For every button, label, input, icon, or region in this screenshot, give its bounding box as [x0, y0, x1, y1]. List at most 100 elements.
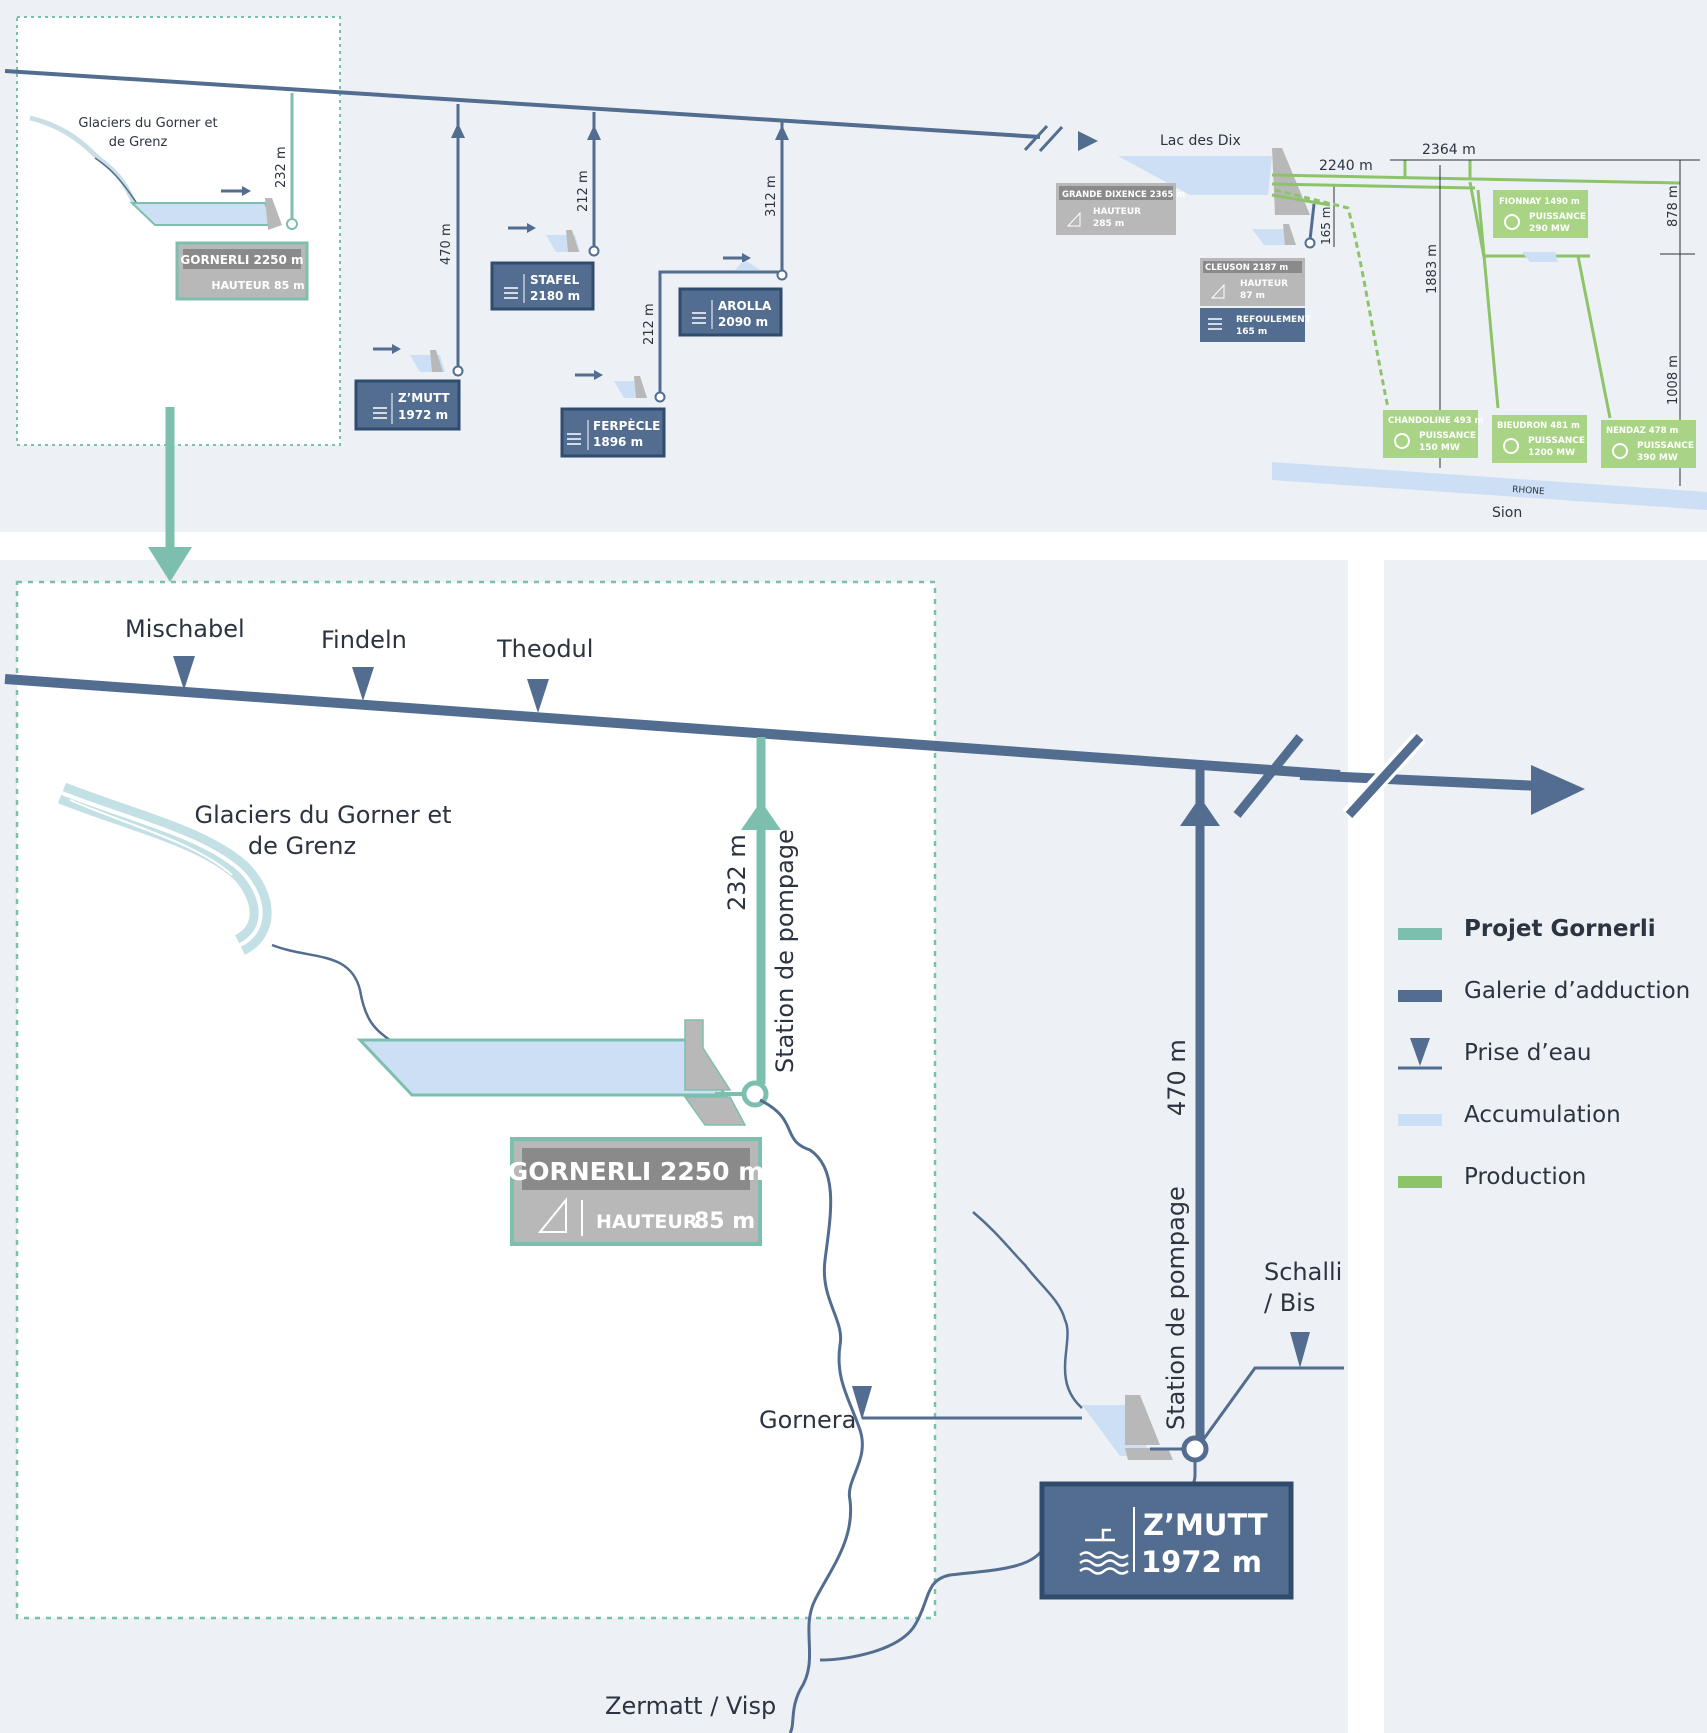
overview-fionnay-box [1493, 190, 1588, 238]
overview-ferpecle-alt: 1896 m [593, 435, 643, 449]
overview-cleuson-label: HAUTEUR [1240, 279, 1288, 289]
detail-glacier-label-2: de Grenz [248, 832, 356, 860]
overview-chandoline-name: CHANDOLINE 493 m [1388, 416, 1483, 426]
overview-arolla-name: AROLLA [718, 299, 772, 313]
legend-label: Galerie d’adduction [1464, 978, 1691, 1004]
overview-rhone-label: RHONE [1512, 485, 1545, 497]
overview-production-network [1271, 160, 1681, 419]
overview-cleuson-refoul-label: REFOULEMENT [1236, 315, 1312, 325]
detail-station-2: Station de pompage [1162, 1186, 1190, 1430]
overview-zmutt-box [354, 379, 461, 431]
overview-cleuson-refoul-value: 165 m [1236, 327, 1267, 337]
overview-gallery-arrow [1078, 131, 1098, 151]
overview-bieudron-value: 1200 MW [1528, 448, 1575, 458]
intake-theodul-label: Theodul [496, 635, 593, 663]
overview-level-2364: 2364 m [1422, 142, 1476, 158]
detail-gornera-label: Gornera [759, 1406, 856, 1434]
legend-item-galerie: Galerie d’adduction [1398, 974, 1698, 1036]
overview-level-2240: 2240 m [1319, 158, 1373, 174]
detail-zmutt-box [1039, 1481, 1294, 1600]
overview-grande-dixence-value: 285 m [1093, 219, 1124, 229]
intake-icon [1398, 1038, 1442, 1070]
overview-gornerli-height: HAUTEUR 85 m [211, 279, 304, 292]
detail-zermatt-label: Zermatt / Visp [605, 1692, 776, 1720]
detail-zmutt-pump [1181, 1435, 1209, 1463]
detail-gornera-river [759, 1098, 864, 1733]
detail-dam-icon [537, 1197, 567, 1233]
legend-swatch-navy [1398, 990, 1442, 1002]
overview-grande-dixence-label: HAUTEUR [1093, 207, 1141, 217]
detail-gallery-arrow [1531, 765, 1585, 815]
overview-glacier-label-1: Glaciers du Gorner et [78, 116, 217, 131]
legend-swatch-water [1398, 1114, 1442, 1126]
legend-label: Prise d’eau [1464, 1040, 1592, 1066]
detail-gornerli-height-label: HAUTEUR [596, 1211, 698, 1233]
legend-item-projet-gornerli: Projet Gornerli [1398, 912, 1698, 974]
overview-nendaz-value: 390 MW [1637, 453, 1678, 463]
overview-drop-1883: 1883 m [1425, 244, 1440, 294]
detail-main-gallery [4, 674, 1341, 780]
legend-label: Projet Gornerli [1464, 916, 1656, 942]
detail-rise-gornerli: 232 m [723, 834, 751, 911]
detail-gornerli-name: GORNERLI 2250 m [508, 1157, 765, 1186]
overview-nendaz-name: NENDAZ 478 m [1606, 426, 1678, 436]
overview-lac-des-dix: Lac des Dix [1160, 133, 1241, 149]
detail-focus-box [15, 580, 937, 1620]
overview-gornerli-rise: 232 m [274, 146, 289, 188]
intake-gornera-icon [852, 1386, 872, 1420]
overview-rhone-river [1272, 462, 1707, 510]
overview-lac-des-dix-reservoir [1118, 156, 1272, 195]
overview-glacier-icon [29, 115, 138, 206]
overview-gornerli-reservoir [129, 202, 277, 226]
overview-chandoline-label: PUISSANCE [1419, 431, 1476, 441]
overview-bieudron-name: BIEUDRON 481 m [1497, 421, 1580, 431]
intake-schalli-icon [1290, 1332, 1310, 1368]
overview-fionnay-label: PUISSANCE [1529, 212, 1586, 222]
overview-stafel-rise: 212 m [576, 170, 591, 212]
intake-theodul-icon [527, 679, 549, 713]
detail-gornerli-dam [684, 1019, 732, 1091]
overview-gornerli-name: GORNERLI 2250 m [180, 253, 303, 267]
overview-fionnay-value: 290 MW [1529, 224, 1570, 234]
detail-gornerli-reservoir [356, 1038, 728, 1097]
overview-grande-dixence-name: GRANDE DIXENCE 2365 m [1062, 190, 1185, 200]
detail-glacier-label-1: Glaciers du Gorner et [194, 801, 451, 829]
overview-zmutt-alt: 1972 m [398, 408, 448, 422]
legend-swatch-teal [1398, 928, 1442, 940]
overview-zmutt-rise: 470 m [439, 223, 454, 265]
detail-glacier-icon [57, 782, 272, 955]
detail-pump-icon [1079, 1528, 1129, 1575]
overview-drop-878: 878 m [1666, 185, 1681, 227]
detail-schalli-label-2: / Bis [1264, 1289, 1315, 1317]
overview-sion: Sion [1492, 505, 1522, 521]
overview-bieudron-label: PUISSANCE [1528, 436, 1585, 446]
detail-zmutt-alt: 1972 m [1141, 1545, 1262, 1579]
overview-fionnay-name: FIONNAY 1490 m [1499, 197, 1580, 207]
overview-arolla-rise: 312 m [764, 175, 779, 217]
intake-mischabel-label: Mischabel [125, 615, 245, 643]
overview-ferpecle-rise: 212 m [642, 303, 657, 345]
overview-cleuson-refoul-box [1200, 308, 1305, 342]
detail-rise-zmutt: 470 m [1163, 1039, 1191, 1116]
overview-nendaz-label: PUISSANCE [1637, 441, 1694, 451]
overview-glacier-label-2: de Grenz [109, 135, 168, 150]
overview-drop-1008: 1008 m [1666, 355, 1681, 405]
legend: Projet Gornerli Galerie d’adduction Pris… [1398, 912, 1698, 1222]
overview-stafel-box [490, 261, 595, 311]
legend-item-production: Production [1398, 1160, 1698, 1222]
detail-gornerli-height-value: 85 m [694, 1209, 755, 1234]
legend-label: Accumulation [1464, 1102, 1621, 1128]
legend-panel [1384, 560, 1707, 1733]
overview-zmutt-name: Z’MUTT [398, 391, 450, 405]
overview-cleuson-value: 87 m [1240, 291, 1265, 301]
overview-cleuson-rise: 165 m [1319, 207, 1333, 245]
legend-item-prise: Prise d’eau [1398, 1036, 1698, 1098]
detail-schalli-label-1: Schalli [1264, 1258, 1342, 1286]
intake-mischabel-icon [173, 656, 195, 690]
overview-stafel-alt: 2180 m [530, 289, 580, 303]
overview-stafel-name: STAFEL [530, 273, 580, 287]
legend-label: Production [1464, 1164, 1587, 1190]
overview-chandoline-value: 150 MW [1419, 443, 1460, 453]
detail-station-1: Station de pompage [771, 829, 799, 1073]
overview-arolla-alt: 2090 m [718, 315, 768, 329]
